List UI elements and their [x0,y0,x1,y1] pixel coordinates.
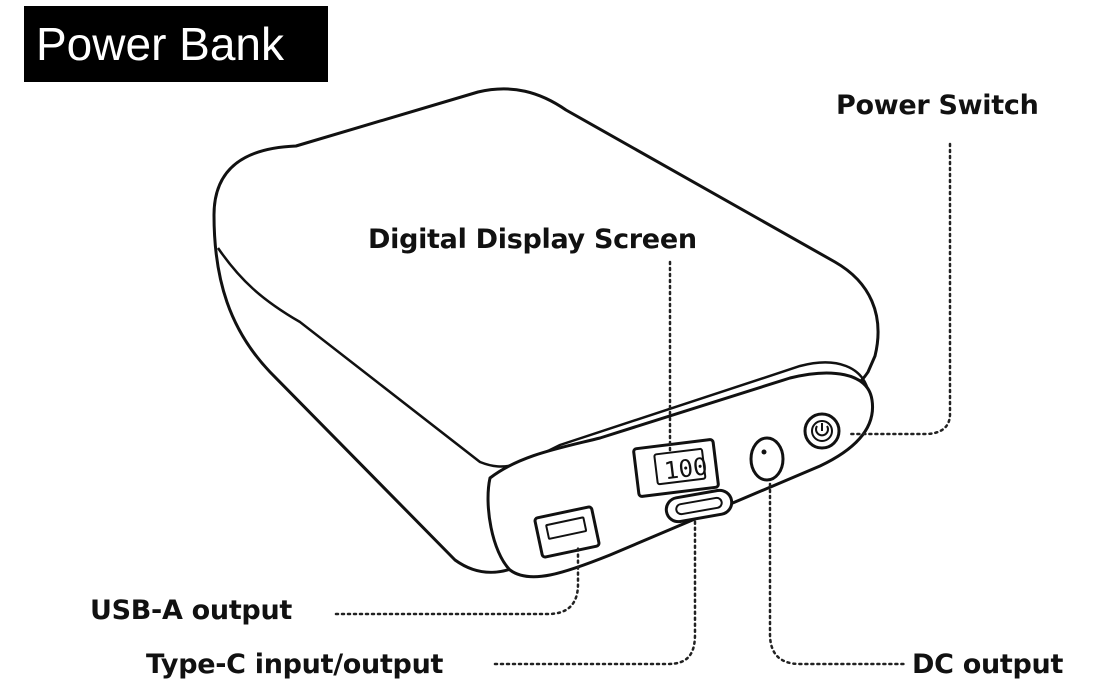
power-icon [815,425,829,437]
label-digital-display: Digital Display Screen [368,224,697,255]
title-badge: Power Bank [24,6,328,82]
usb-a-port [533,505,601,559]
leader-type-c [493,518,697,666]
display-reading: 100 [663,452,709,485]
label-dc-output: DC output [912,649,1064,680]
diagram-title: Power Bank [36,18,285,70]
label-type-c-input-output: Type-C input/output [146,649,444,680]
label-power-switch: Power Switch [836,90,1039,121]
power-switch-button [803,412,841,450]
leader-power-switch [846,142,952,436]
dc-output-port [749,436,785,482]
type-c-port [664,488,734,524]
digital-display: 100 [632,438,720,498]
leader-usb-a [334,546,580,616]
display-lcd [653,447,707,486]
label-usb-a-output: USB-A output [90,595,292,626]
leader-dc-output [768,482,906,666]
